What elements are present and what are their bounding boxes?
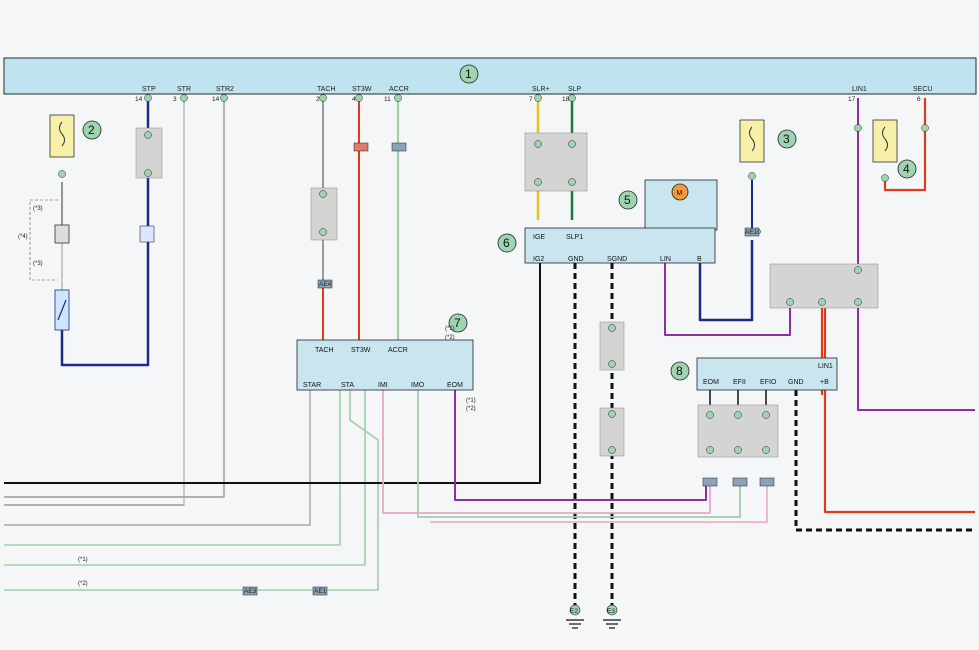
- svg-text:11: 11: [384, 96, 391, 103]
- svg-text:(*4): (*4): [18, 234, 28, 240]
- svg-text:4: 4: [352, 96, 356, 103]
- svg-text:EOM: EOM: [703, 379, 719, 386]
- svg-text:6: 6: [917, 96, 921, 103]
- pin-label-slrp: SLR+: [532, 86, 550, 93]
- svg-text:EFII: EFII: [733, 379, 746, 386]
- pin-label-str: STR: [177, 86, 191, 93]
- svg-text:14: 14: [135, 96, 143, 103]
- pin-label-accr: ACCR: [389, 86, 409, 93]
- svg-text:GND: GND: [788, 379, 804, 386]
- svg-text:IMI: IMI: [378, 382, 388, 389]
- svg-text:E3: E3: [607, 608, 615, 615]
- svg-text:4: 4: [903, 162, 910, 176]
- svg-text:AE4: AE4: [319, 281, 332, 288]
- svg-text:ST3W: ST3W: [351, 347, 371, 354]
- svg-text:ACCR: ACCR: [388, 347, 408, 354]
- svg-text:(*2): (*2): [466, 406, 476, 412]
- svg-text:IMO: IMO: [411, 382, 425, 389]
- pin-label-lin1: LIN1: [852, 86, 867, 93]
- pin-label-secu: SECU: [913, 86, 932, 93]
- svg-text:14: 14: [212, 96, 220, 103]
- svg-text:2: 2: [88, 123, 95, 137]
- svg-text:(*1): (*1): [466, 398, 476, 404]
- module-7: 7 TACH ST3W ACCR STAR STA IMI IMO EOM (*…: [296, 313, 476, 412]
- svg-text:(*3): (*3): [33, 206, 43, 212]
- svg-text:B: B: [697, 256, 702, 263]
- pin-circles: [58, 94, 929, 454]
- svg-text:EOM: EOM: [447, 382, 463, 389]
- bus-pin-numbers: 14 3 14 2 4 11 7 18 17 6: [135, 96, 921, 103]
- svg-text:(*3): (*3): [33, 261, 43, 267]
- junction-blocks: [135, 127, 879, 458]
- svg-text:18: 18: [562, 96, 570, 103]
- callout-1: 1: [459, 64, 479, 84]
- svg-text:6: 6: [503, 236, 510, 250]
- svg-text:(*2): (*2): [78, 581, 88, 587]
- svg-text:(*2): (*2): [445, 335, 455, 341]
- svg-text:LIN: LIN: [660, 256, 671, 263]
- svg-text:AE3: AE3: [244, 588, 257, 595]
- module-8: 8 LIN1 EOM EFII EFIO GND +B: [670, 357, 838, 391]
- svg-text:17: 17: [848, 96, 856, 103]
- svg-text:3: 3: [783, 132, 790, 146]
- pin-label-str2: STR2: [216, 86, 234, 93]
- svg-text:GND: GND: [568, 256, 584, 263]
- ecu-bus-bar: [3, 57, 977, 95]
- svg-text:STA: STA: [341, 382, 354, 389]
- wiper-motor: M 5: [618, 179, 718, 231]
- svg-text:(*1): (*1): [78, 557, 88, 563]
- svg-text:SLP1: SLP1: [566, 234, 583, 241]
- svg-text:7: 7: [529, 96, 533, 103]
- stop-lamp-switch: (*4) (*3) (*3): [18, 206, 155, 331]
- connector-tags: AE4 AE10 AE3 AE1: [242, 142, 775, 596]
- fuse-3: 3: [739, 119, 797, 163]
- ground-labels: E2 E3: [569, 604, 618, 616]
- svg-text:STAR: STAR: [303, 382, 321, 389]
- fuse-2: 2: [49, 114, 102, 158]
- wire-notes: (*1) (*2): [78, 557, 88, 587]
- svg-text:+B: +B: [820, 379, 829, 386]
- svg-text:AE1: AE1: [314, 588, 327, 595]
- svg-text:IGE: IGE: [533, 234, 545, 241]
- svg-text:8: 8: [676, 364, 683, 378]
- svg-text:EFIO: EFIO: [760, 379, 777, 386]
- pin-label-stp: STP: [142, 86, 156, 93]
- pin-label-st3w: ST3W: [352, 86, 372, 93]
- svg-text:E2: E2: [570, 608, 578, 615]
- svg-text:7: 7: [454, 316, 461, 330]
- svg-text:LIN1: LIN1: [818, 363, 833, 370]
- svg-text:3: 3: [173, 96, 177, 103]
- ground-symbols: [566, 619, 621, 629]
- svg-text:(*1): (*1): [445, 326, 455, 332]
- fuse-4: 4: [872, 119, 917, 179]
- svg-text:SGND: SGND: [607, 256, 627, 263]
- svg-text:AE10: AE10: [745, 229, 761, 236]
- pin-label-tach: TACH: [317, 86, 336, 93]
- pin-label-slp: SLP: [568, 86, 582, 93]
- svg-text:2: 2: [316, 96, 320, 103]
- svg-text:M: M: [677, 190, 683, 197]
- svg-text:TACH: TACH: [315, 347, 334, 354]
- svg-text:5: 5: [624, 193, 631, 207]
- svg-text:1: 1: [465, 67, 472, 81]
- svg-text:IG2: IG2: [533, 256, 544, 263]
- module-6: 6 IGE SLP1 IG2 GND SGND LIN B: [497, 227, 716, 264]
- bus-pin-labels: STP STR STR2 TACH ST3W ACCR SLR+ SLP LIN…: [142, 86, 932, 93]
